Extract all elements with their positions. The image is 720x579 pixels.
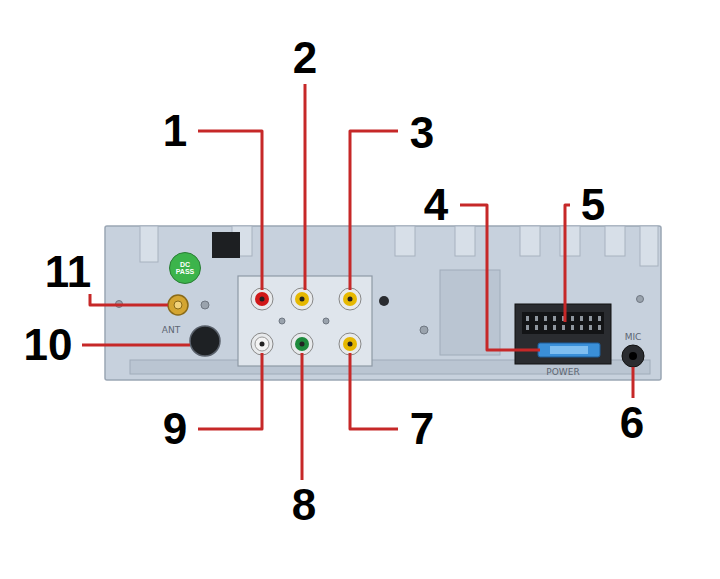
callout-number: 2 [293,36,317,80]
fuse [538,343,600,357]
port-label: MIC [625,333,642,342]
callout-number: 6 [620,401,644,445]
chassis-tabs [140,226,658,266]
callout-number: 1 [163,109,187,153]
mic-jack [622,345,644,367]
antenna-socket [190,326,220,356]
callout-number: 10 [24,323,73,367]
callout-number: 7 [410,407,434,451]
connector-pins [522,312,604,334]
vent-slot [212,232,240,258]
port-label: ANT [162,326,180,335]
callout-number: 8 [292,483,316,527]
callout-number: 4 [424,183,448,227]
sma-connector [168,295,188,315]
rca-jacks [251,288,389,355]
sticker-badge: DC PASS [169,252,201,284]
chassis-plate [105,226,661,380]
callout-number: 11 [45,250,92,294]
callout-number: 3 [410,111,434,155]
port-label: POWER [546,368,579,377]
leader-lines [82,84,633,480]
sticker-text: DC PASS [172,261,198,276]
callout-number: 9 [163,407,187,451]
callout-number: 5 [581,183,605,227]
power-connector [515,304,611,364]
chassis-ribs [130,270,650,374]
